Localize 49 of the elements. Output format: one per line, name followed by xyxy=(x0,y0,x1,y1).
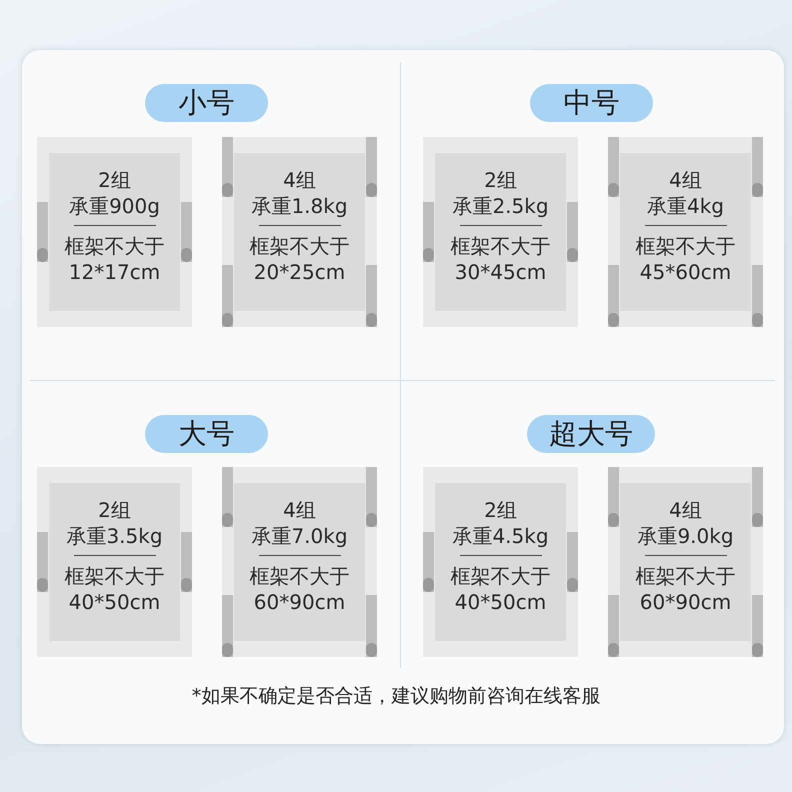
size-pill xyxy=(530,84,653,122)
load-capacity: 承重4kg xyxy=(646,193,724,219)
load-capacity: 承重3.5kg xyxy=(66,523,163,549)
frame-size: 40*50cm xyxy=(454,589,546,615)
frame-limit: 框架不大于 xyxy=(64,233,164,259)
size-heading: 超大号 xyxy=(549,416,633,452)
frame-size: 30*45cm xyxy=(454,259,546,285)
size-pill xyxy=(527,415,655,453)
frame-card xyxy=(423,137,578,327)
frame-limit: 框架不大于 xyxy=(250,563,350,589)
frame-size: 12*17cm xyxy=(68,259,160,285)
footnote: *如果不确定是否合适，建议购物前咨询在线客服 xyxy=(190,684,602,709)
frame-size: 60*90cm xyxy=(640,589,732,615)
group-count: 4组 xyxy=(669,497,702,523)
load-capacity: 承重4.5kg xyxy=(452,523,549,549)
group-count: 4组 xyxy=(283,497,316,523)
size-heading: 中号 xyxy=(564,85,620,121)
load-capacity: 承重9.0kg xyxy=(637,523,734,549)
size-heading: 大号 xyxy=(178,416,234,452)
frame-card xyxy=(608,137,763,327)
frame-card xyxy=(37,467,192,657)
size-heading: 小号 xyxy=(178,85,234,121)
frame-card xyxy=(423,467,578,657)
frame-card xyxy=(222,467,377,657)
load-capacity: 承重7.0kg xyxy=(251,523,348,549)
group-count: 2组 xyxy=(484,497,517,523)
frame-limit: 框架不大于 xyxy=(64,563,164,589)
size-pill xyxy=(145,415,268,453)
frame-card xyxy=(37,137,192,327)
group-count: 2组 xyxy=(98,167,131,193)
group-count: 2组 xyxy=(484,167,517,193)
frame-card xyxy=(608,467,763,657)
load-capacity: 承重900g xyxy=(69,193,160,219)
frame-size: 60*90cm xyxy=(254,589,346,615)
frame-limit: 框架不大于 xyxy=(450,563,550,589)
frame-size: 40*50cm xyxy=(68,589,160,615)
load-capacity: 承重1.8kg xyxy=(251,193,348,219)
frame-limit: 框架不大于 xyxy=(636,233,736,259)
frame-size: 45*60cm xyxy=(640,259,732,285)
frame-limit: 框架不大于 xyxy=(636,563,736,589)
frame-limit: 框架不大于 xyxy=(250,233,350,259)
load-capacity: 承重2.5kg xyxy=(452,193,549,219)
group-count: 4组 xyxy=(669,167,702,193)
group-count: 2组 xyxy=(98,497,131,523)
frame-limit: 框架不大于 xyxy=(450,233,550,259)
frame-size: 20*25cm xyxy=(254,259,346,285)
size-pill xyxy=(145,84,268,122)
frame-card xyxy=(222,137,377,327)
group-count: 4组 xyxy=(283,167,316,193)
